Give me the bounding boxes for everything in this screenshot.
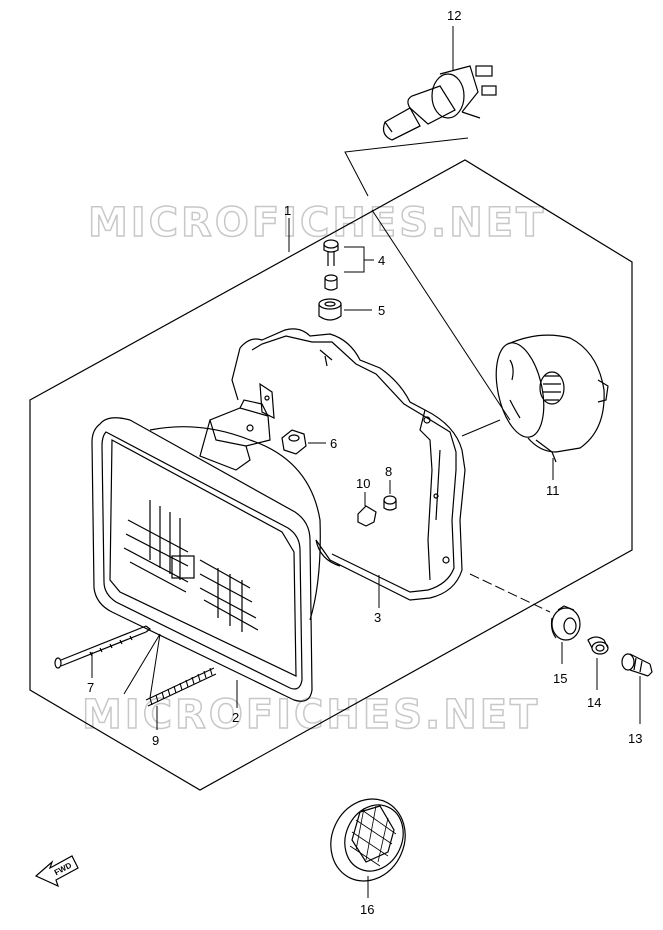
leader-4 (344, 246, 365, 273)
callout-7: 7 (87, 680, 94, 695)
adjust-screw-7 (54, 625, 151, 669)
callout-5: 5 (378, 303, 385, 318)
callout-4: 4 (378, 253, 385, 268)
bulb-axis-line (371, 209, 511, 421)
callout-6: 6 (330, 436, 337, 451)
bolt-13 (621, 653, 653, 677)
fwd-arrow-icon: FWD (34, 855, 79, 888)
screw-4 (323, 239, 339, 291)
assembly-outline (29, 159, 633, 791)
housing-3 (231, 328, 466, 601)
callout-16: 16 (360, 902, 374, 917)
lamp-leader-lines (123, 633, 161, 699)
bulb-guide-line (344, 137, 469, 197)
nut-8 (383, 495, 397, 511)
callout-2: 2 (232, 710, 239, 725)
socket-guide-line (461, 419, 501, 437)
callout-15: 15 (553, 671, 567, 686)
cap-15 (550, 605, 581, 641)
nut-10 (357, 505, 377, 527)
callout-13: 13 (628, 731, 642, 746)
callout-8: 8 (385, 464, 392, 479)
nut-6 (281, 429, 307, 455)
callout-9: 9 (152, 733, 159, 748)
callout-1: 1 (284, 203, 291, 218)
watermark-top: MICROFICHES.NET (88, 200, 546, 246)
callout-3: 3 (374, 610, 381, 625)
callout-11: 11 (546, 483, 560, 498)
collar-14 (587, 636, 609, 655)
adjust-spring-9 (145, 667, 217, 707)
callout-10: 10 (356, 476, 370, 491)
callout-14: 14 (587, 695, 601, 710)
socket-cover-11 (495, 334, 609, 463)
grommet-5 (318, 298, 342, 321)
headlamp-unit-2 (91, 399, 321, 702)
reflector-16 (330, 798, 406, 882)
cap-guide-line (469, 573, 551, 613)
callout-12: 12 (447, 8, 461, 23)
bulb-12 (382, 65, 497, 141)
